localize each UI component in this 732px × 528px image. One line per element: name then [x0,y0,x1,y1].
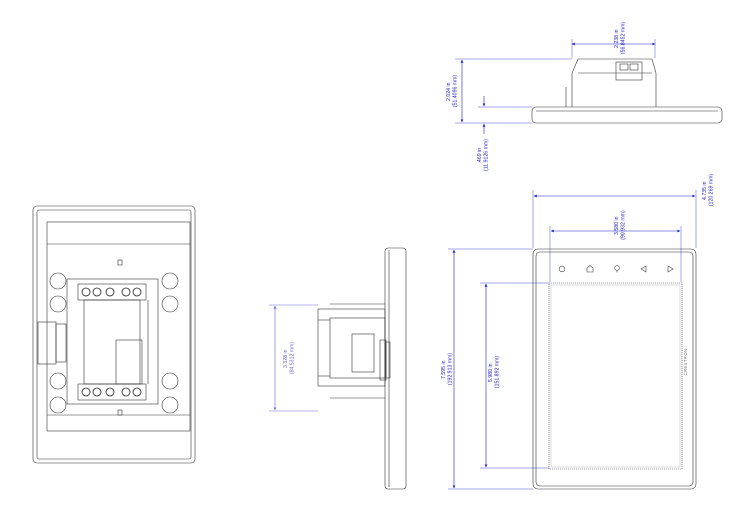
power-icon [558,265,566,273]
svg-text:5.980 in (151.892 mm): 5.980 in (151.892 mm) [488,356,501,389]
back-box [46,221,191,432]
mount-hole [49,272,67,290]
side-view [317,247,407,490]
brand-logo-text: CRESTRON [683,348,688,375]
back-plate-outer [32,205,196,464]
volume-down-icon [640,265,647,273]
front-bezel-inner [535,251,694,487]
volume-up-icon [667,265,674,273]
top-lip-mm: (11.9126 mm) [484,139,490,171]
svg-text:2.238 in (56.8452 mm): 2.238 in (56.8452 mm) [614,22,627,55]
svg-text:3.328 in (84.5312 mm): 3.328 in (84.5312 mm) [283,342,296,375]
side-depth-mm: (84.5312 mm) [290,342,296,375]
top-height-inches: 2.024 in [446,82,452,101]
front-screen-height-mm: (151.892 mm) [495,356,501,389]
front-width-inches: 4.735 in [702,181,708,200]
top-depth-inches: 2.238 in [614,29,620,48]
top-lip-inches: .469 in [477,148,483,164]
front-buttons [558,265,674,273]
front-view-dimensions: 4.735 in (120.269 mm) 3.580 in (90.932 m… [441,174,715,490]
back-plate-inner [36,209,192,460]
svg-text:7.595 in (192.913 mm): 7.595 in (192.913 mm) [441,353,454,386]
mount-hole [161,396,179,414]
front-view [532,248,697,490]
mount-hole [161,295,179,313]
front-screen-width-inches: 3.580 in [614,216,620,235]
front-bezel-outer [532,248,697,490]
top-depth-mm: (56.8452 mm) [621,22,627,55]
front-height-mm: (192.913 mm) [448,353,454,386]
svg-text:.469 in (11.9126 mm): .469 in (11.9126 mm) [477,139,490,171]
svg-text:3.580 in (90.932 mm): 3.580 in (90.932 mm) [614,210,627,240]
mount-hole [49,396,67,414]
bracket [66,278,159,405]
side-body [317,308,386,387]
front-screen-width-mm: (90.932 mm) [621,210,627,240]
front-width-mm: (120.269 mm) [709,174,715,207]
back-view-terminals [81,287,142,397]
mount-hole [49,295,67,313]
top-plate [531,106,723,124]
side-depth-dimension: 3.328 in (84.5312 mm) [269,304,318,412]
top-view-dimensions: 2.238 in (56.8452 mm) 2.024 in (51.4096 … [446,22,656,171]
svg-text:4.735 in (120.269 mm): 4.735 in (120.269 mm) [702,174,715,207]
mount-hole [49,372,67,390]
mount-hole [161,272,179,290]
top-view [531,58,723,124]
top-height-mm: (51.4096 mm) [453,75,459,108]
home-icon [586,265,594,273]
front-height-inches: 7.595 in [441,360,447,379]
side-plate [384,247,407,490]
screen [548,282,683,470]
back-view [32,205,196,464]
front-screen-height-inches: 5.980 in [488,363,494,382]
svg-text:2.024 in (51.4096 mm): 2.024 in (51.4096 mm) [446,75,459,108]
side-depth-inches: 3.328 in [283,349,289,368]
mount-hole [161,372,179,390]
light-icon [614,265,620,273]
